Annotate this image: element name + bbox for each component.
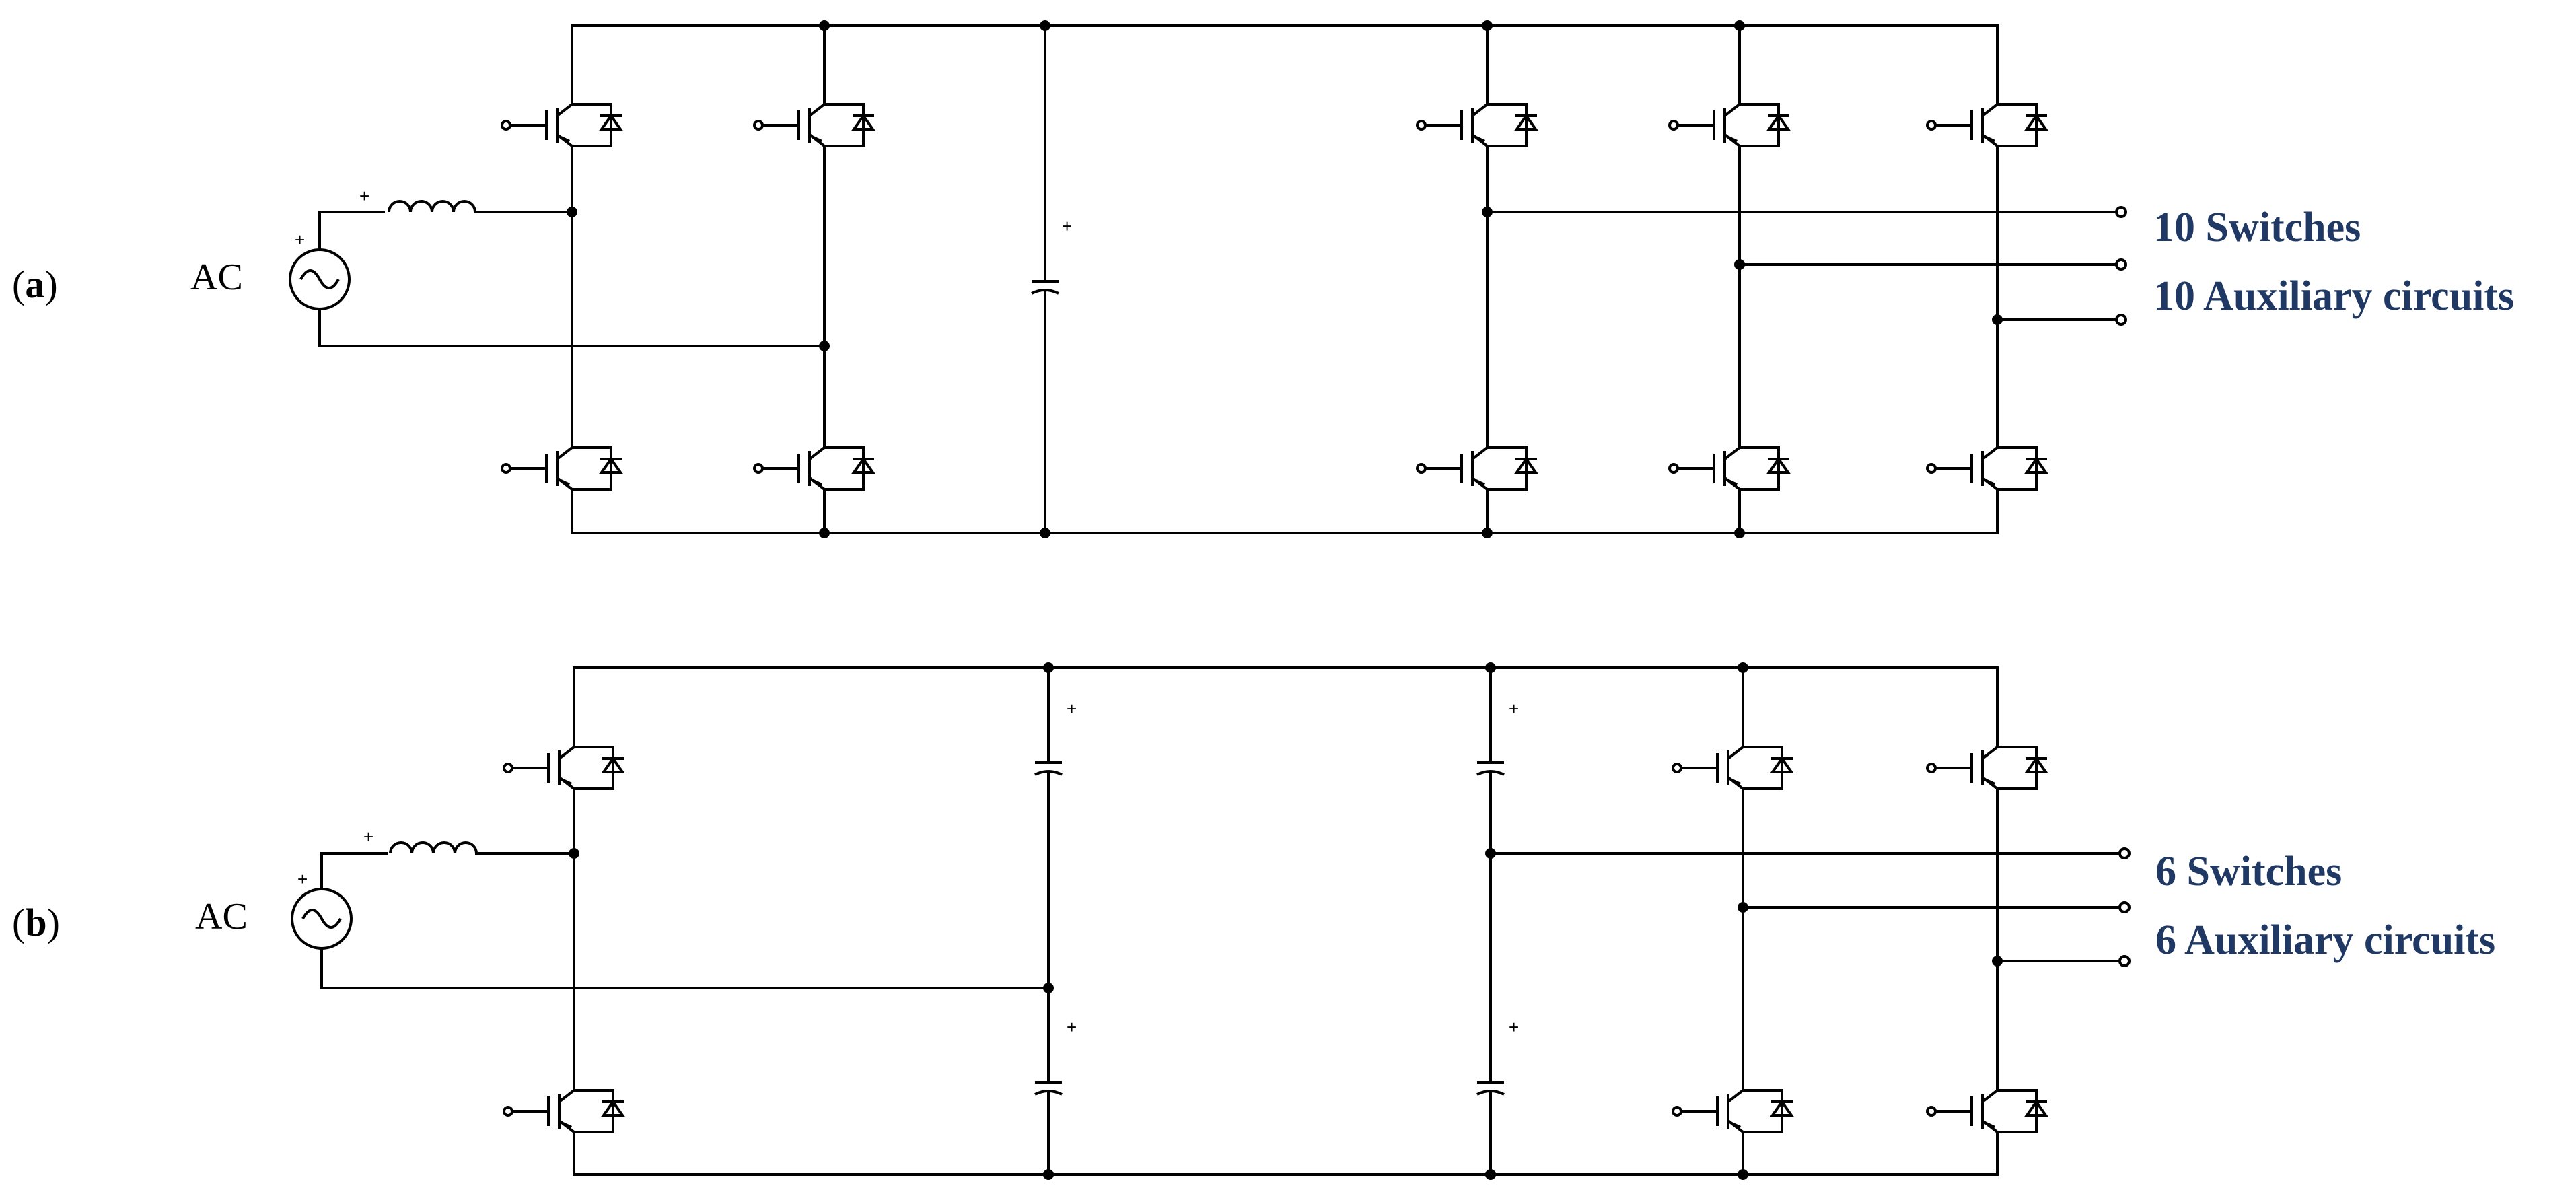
inverter-leg-1-b <box>1672 662 2131 1180</box>
ac-source-label-a: AC <box>190 256 243 298</box>
ac-source-icon <box>291 888 353 950</box>
capacitor-icon <box>1476 1049 1505 1125</box>
ac-source-icon <box>289 248 351 310</box>
switch-icon <box>1668 423 1791 513</box>
svg-text:+: + <box>295 230 305 250</box>
svg-text:+: + <box>363 827 373 847</box>
switch-icon <box>753 79 875 170</box>
switch-icon <box>1672 722 1794 812</box>
panel-a: (a) AC + <box>12 20 2514 538</box>
svg-text:+: + <box>1509 1017 1519 1037</box>
svg-text:+: + <box>359 186 369 206</box>
inverter-leg-2-b <box>1926 666 2131 1176</box>
svg-text:+: + <box>1067 699 1077 719</box>
inductor-icon <box>388 200 476 213</box>
svg-text:+: + <box>297 869 308 889</box>
switch-count-annotation-b: 6 Switches <box>2155 849 2342 894</box>
switch-icon <box>1416 423 1538 513</box>
switch-icon <box>1926 1065 2048 1156</box>
switch-icon <box>503 722 625 812</box>
svg-text:+: + <box>1062 216 1072 236</box>
inductor-icon <box>389 841 478 855</box>
switch-icon <box>1416 79 1538 170</box>
switch-icon <box>501 423 623 513</box>
inverter-leg-3-a <box>1926 24 2127 534</box>
capacitor-icon <box>1030 248 1060 324</box>
rectifier-leg-b <box>503 666 625 1176</box>
panel-label-a: (a) <box>12 262 58 306</box>
switch-count-annotation-a: 10 Switches <box>2153 205 2361 250</box>
capacitor-icon <box>1476 729 1505 806</box>
svg-text:+: + <box>1067 1017 1077 1037</box>
capacitor-icon <box>1034 1049 1063 1125</box>
switch-icon <box>503 1065 625 1156</box>
aux-circuit-count-annotation-a: 10 Auxiliary circuits <box>2153 273 2514 319</box>
panel-label-b: (b) <box>12 901 60 944</box>
split-capacitor-leg-1-b: + + <box>1034 662 1077 1180</box>
rectifier-leg-2-a <box>753 20 875 538</box>
inverter-leg-1-a <box>1416 20 2127 538</box>
panel-b: (b) AC + + + <box>12 662 2495 1180</box>
svg-text:+: + <box>1509 699 1519 719</box>
ac-input-a: AC + + <box>190 186 826 347</box>
switch-icon <box>753 423 875 513</box>
aux-circuit-count-annotation-b: 6 Auxiliary circuits <box>2155 917 2495 963</box>
rectifier-leg-1-a <box>501 24 623 534</box>
split-capacitor-leg-2-b: + + <box>1476 662 2131 1180</box>
dc-link-capacitor-a: + <box>1030 20 1072 538</box>
switch-icon <box>501 79 623 170</box>
ac-input-b: AC + + <box>195 827 1050 989</box>
capacitor-icon <box>1034 729 1063 806</box>
inverter-leg-2-a <box>1668 20 2127 538</box>
switch-icon <box>1672 1065 1794 1156</box>
ac-source-label-b: AC <box>195 896 248 938</box>
switch-icon <box>1926 722 2048 812</box>
switch-icon <box>1926 423 2048 513</box>
switch-icon <box>1668 79 1791 170</box>
switch-icon <box>1926 79 2048 170</box>
